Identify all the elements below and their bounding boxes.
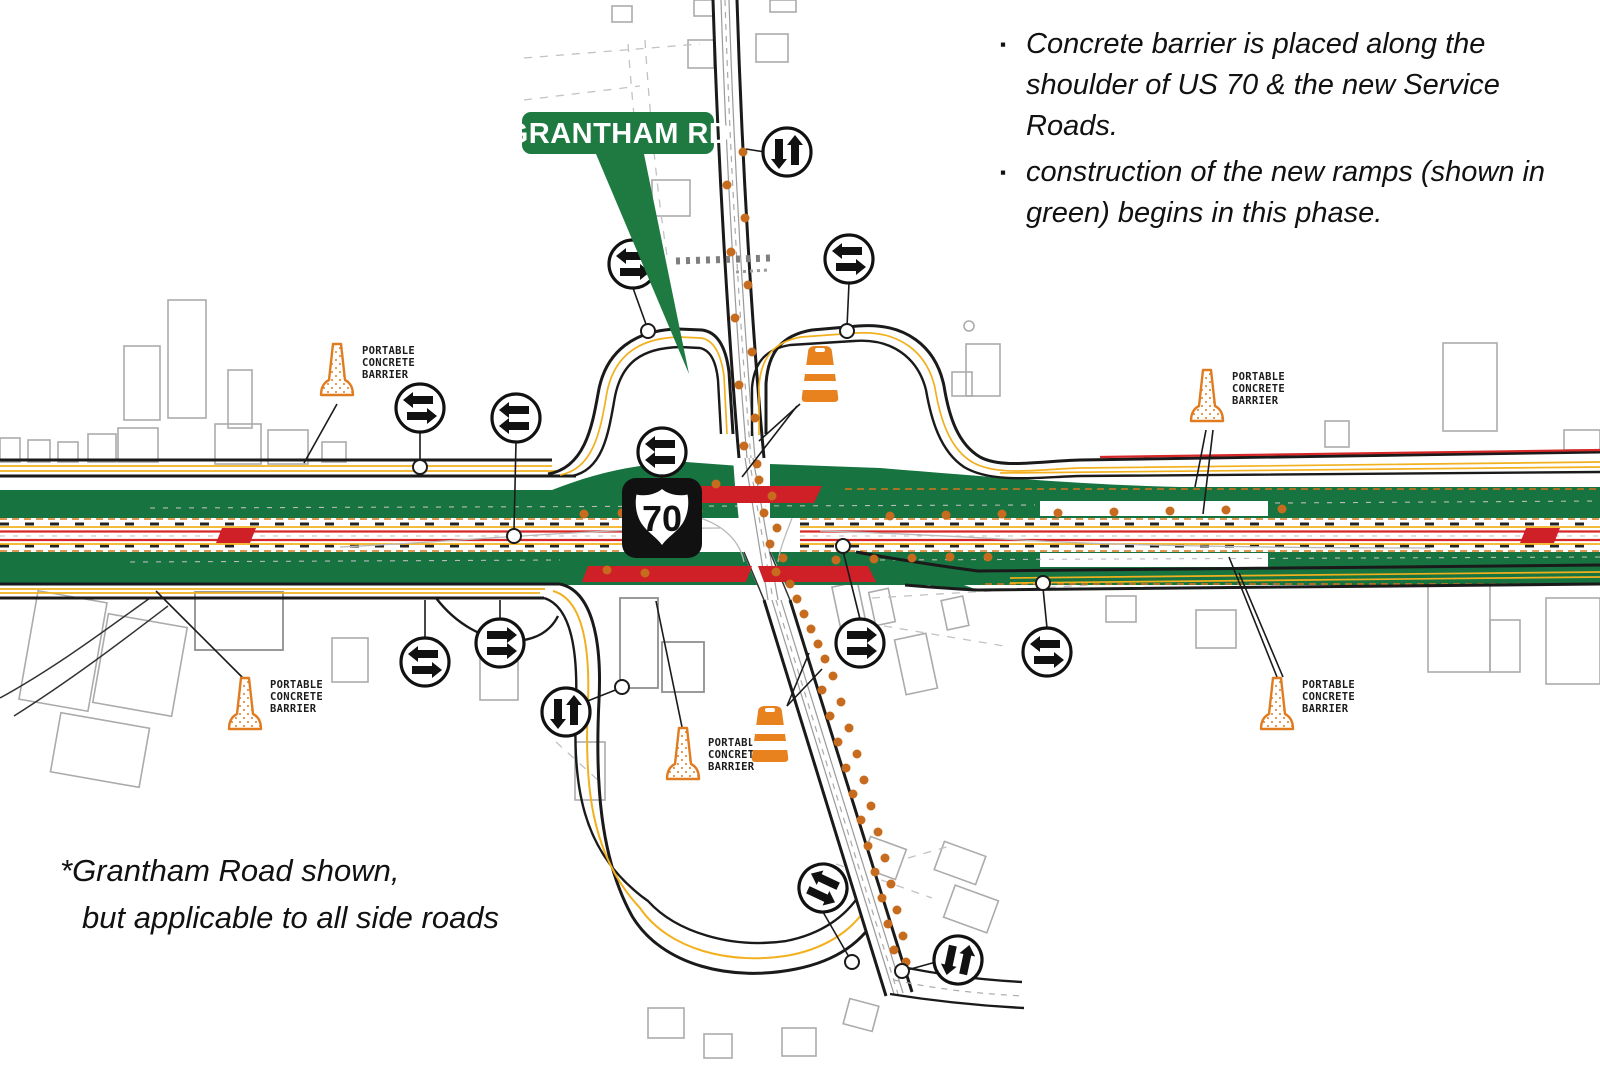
pcb-cone-icon <box>319 342 355 397</box>
one-way-left-traffic-icon <box>638 428 686 476</box>
one-way-right-traffic-icon <box>476 619 524 667</box>
north-service-road <box>0 458 576 478</box>
sign-panel <box>522 112 714 154</box>
one-way-left-traffic-icon <box>492 394 540 442</box>
two-way-traffic-icon <box>401 638 449 686</box>
svg-text:PORTABLE: PORTABLE <box>270 679 323 691</box>
svg-text:CONCRETE: CONCRETE <box>708 749 761 761</box>
traffic-drum-icon <box>751 706 789 762</box>
svg-text:BARRIER: BARRIER <box>362 369 409 381</box>
note-bullet-1: ▪ Concrete barrier is placed along the s… <box>1000 24 1560 148</box>
two-way-traffic-icon <box>396 384 444 432</box>
pcb-symbol-top-left: PORTABLE CONCRETE BARRIER <box>319 342 415 397</box>
footnote: *Grantham Road shown, but applicable to … <box>60 848 499 941</box>
pcb-cone-icon <box>1189 368 1225 423</box>
svg-text:PORTABLE: PORTABLE <box>708 737 761 749</box>
pcb-cone-icon <box>1259 676 1295 731</box>
pcb-cone-icon <box>665 726 701 781</box>
leader-lines <box>155 148 1284 979</box>
note-bullet-2: ▪ construction of the new ramps (shown i… <box>1000 152 1560 234</box>
route-number-label: 70 <box>642 498 682 539</box>
footnote-line-2: but applicable to all side roads <box>82 899 500 935</box>
pcb-cone-icon <box>227 676 263 731</box>
svg-text:PORTABLE: PORTABLE <box>1302 679 1355 691</box>
street-name-sign: GRANTHAM RD <box>506 112 731 374</box>
two-way-vertical-traffic-icon <box>930 932 987 989</box>
svg-text:CONCRETE: CONCRETE <box>1232 383 1285 395</box>
pcb-symbol-top-right: PORTABLE CONCRETE BARRIER <box>1189 368 1285 423</box>
channelizer-dots <box>579 147 1287 967</box>
median-lines <box>0 526 1600 545</box>
traffic-drum-icon <box>801 346 839 402</box>
side-street <box>0 597 151 699</box>
temporary-barrier-line <box>1099 448 1600 459</box>
two-way-traffic-icon <box>825 235 873 283</box>
svg-text:PORTABLE: PORTABLE <box>1232 371 1285 383</box>
two-way-vertical-traffic-icon <box>542 688 590 736</box>
one-way-right-traffic-icon <box>836 619 884 667</box>
bullet-square-icon: ▪ <box>1000 35 1007 54</box>
us70-highway <box>0 462 1600 589</box>
note-text-1: Concrete barrier is placed along the sho… <box>1026 28 1500 143</box>
loop-ramp-southwest <box>543 582 881 975</box>
pcb-symbol-bottom-right: PORTABLE CONCRETE BARRIER <box>1259 676 1355 731</box>
grantham-road-north <box>675 0 771 459</box>
sign-pointer <box>596 154 689 374</box>
svg-text:BARRIER: BARRIER <box>708 761 755 773</box>
closure-red-areas <box>216 486 1560 582</box>
svg-text:BARRIER: BARRIER <box>1232 395 1279 407</box>
hatch-bar <box>675 254 771 265</box>
svg-text:CONCRETE: CONCRETE <box>270 691 323 703</box>
bullet-square-icon: ▪ <box>1000 162 1007 182</box>
svg-text:CONCRETE: CONCRETE <box>1302 691 1355 703</box>
us-70-route-shield: 70 <box>622 478 702 558</box>
two-way-vertical-traffic-icon <box>763 128 811 176</box>
notes-panel: ▪ Concrete barrier is placed along the s… <box>1000 24 1560 238</box>
note-text-2: construction of the new ramps (shown in … <box>1026 155 1546 229</box>
pcb-symbol-bottom-left: PORTABLE CONCRETE BARRIER <box>227 676 323 731</box>
pcb-symbol-bottom-center: PORTABLE CONCRETE BARRIER <box>665 726 761 781</box>
footnote-line-1: *Grantham Road shown, <box>60 853 400 888</box>
pcb-label-line: PORTABLE <box>362 345 415 357</box>
svg-text:CONCRETE: CONCRETE <box>362 357 415 369</box>
svg-text:BARRIER: BARRIER <box>1302 703 1349 715</box>
two-way-traffic-icon <box>1023 628 1071 676</box>
south-service-road-west <box>0 582 560 643</box>
street-name-label: GRANTHAM RD <box>506 118 731 150</box>
svg-text:BARRIER: BARRIER <box>270 703 317 715</box>
right-ear-ramp <box>750 324 1600 480</box>
left-ear-ramp <box>547 327 735 478</box>
